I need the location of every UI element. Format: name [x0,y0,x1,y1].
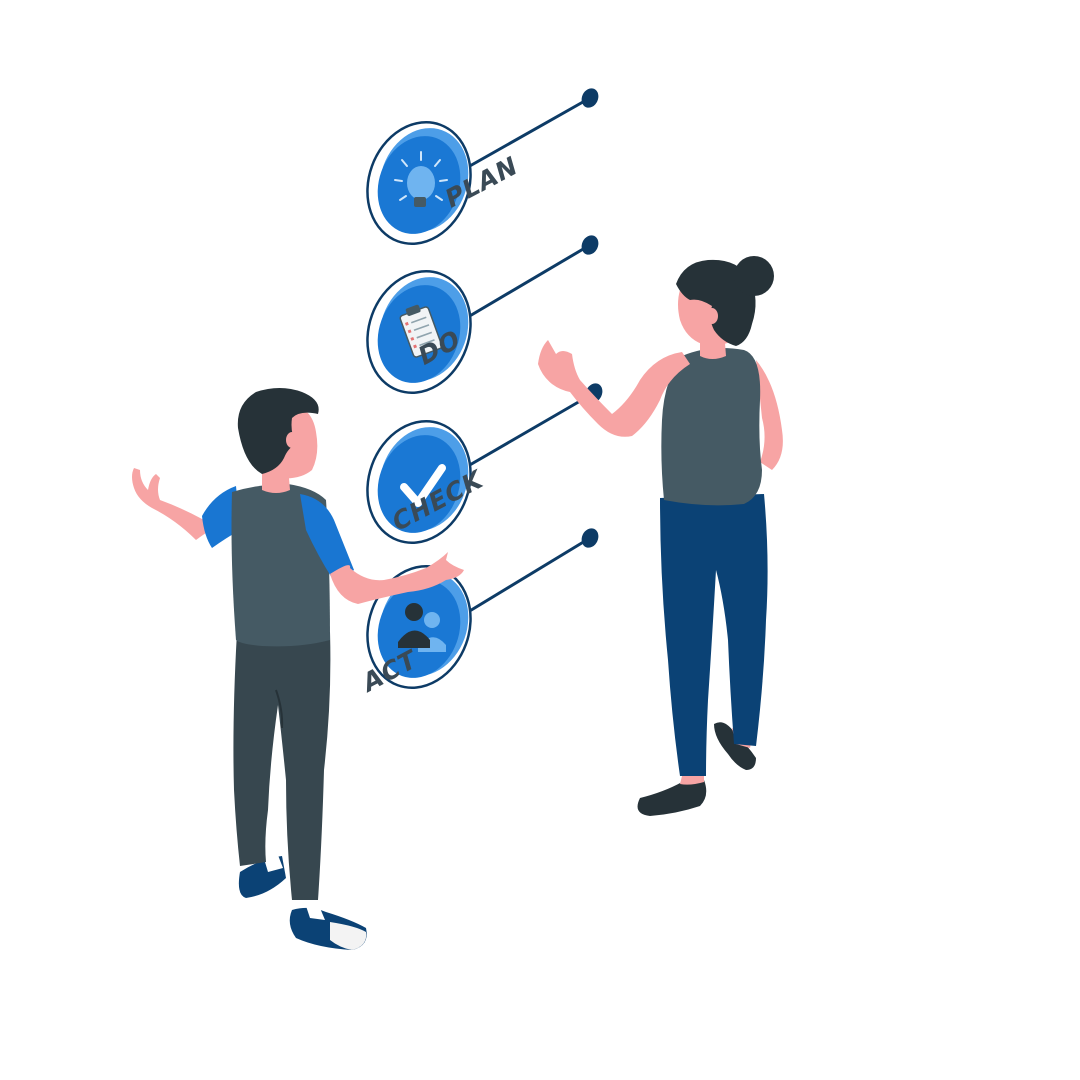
man-hair [237,388,319,474]
woman-legs [660,494,768,776]
man-right-arm [330,552,464,604]
step-do: DO [366,235,599,394]
woman-torso [661,348,762,506]
woman-pointing-arm [538,340,690,437]
woman-back-shoe [714,722,756,770]
woman-front-shoe [637,780,707,816]
step-act: ACT [360,528,599,699]
step-plan: PLAN [366,88,599,245]
lightbulb-icon [394,151,448,207]
man-legs [233,632,331,900]
checkmark-icon [400,464,446,507]
step-check: CHECK [366,383,603,544]
woman-hair-bun [734,256,774,296]
people-icon [398,603,446,652]
woman-figure [538,256,783,816]
pdca-steps: PLAN [360,88,603,699]
clipboard-checklist-icon [399,304,443,358]
man-figure [132,388,464,950]
